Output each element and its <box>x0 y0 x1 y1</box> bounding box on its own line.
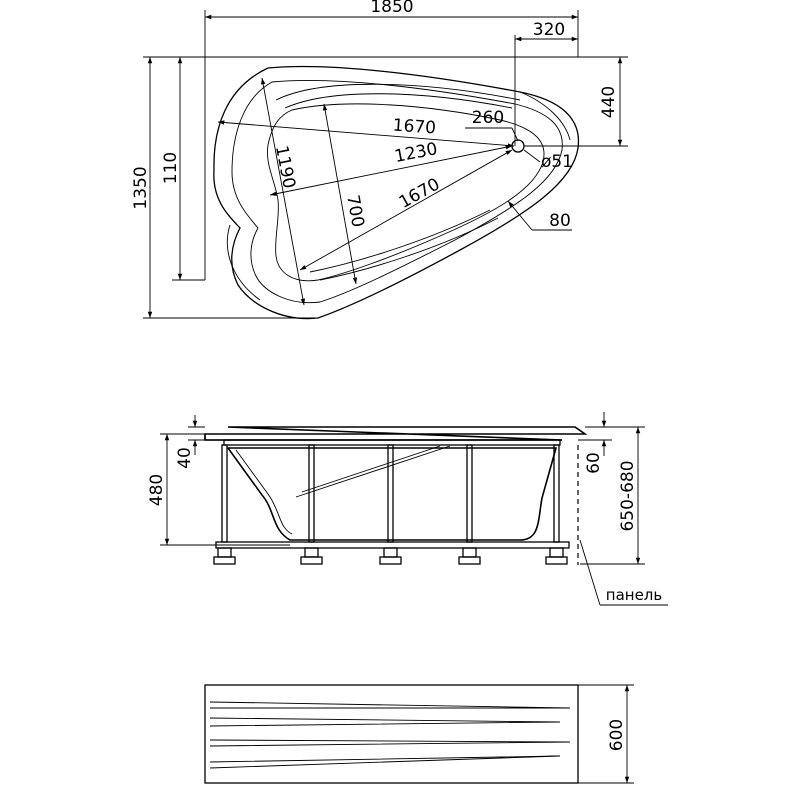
dim-line-1670-upper <box>217 120 515 148</box>
dim-width-left: 110 <box>161 152 181 184</box>
dim-diagonal-upper: 1670 <box>392 116 437 139</box>
dim-rim-width: 80 <box>549 211 571 231</box>
frame-leg-5 <box>545 444 568 565</box>
panel-leader-line <box>579 539 601 606</box>
leader-diameter <box>523 149 541 163</box>
side-view: 40 480 60 650-680 панель <box>147 412 668 606</box>
dim-inner-depth: 700 <box>342 193 367 228</box>
frame-leg-3 <box>379 444 402 565</box>
dim-line-80 <box>507 200 533 231</box>
panel-label: панель <box>606 586 662 604</box>
dim-line-700 <box>322 103 358 285</box>
outer-lip-curve <box>226 91 571 301</box>
top-view: 1850 320 440 1350 110 1670 260 ø51 1230 <box>131 0 628 320</box>
basin-inner-shadow <box>235 449 293 535</box>
rim-top-lip <box>204 426 588 441</box>
dim-bath-height: 480 <box>147 474 167 506</box>
dim-diagonal-lower: 1670 <box>396 174 444 212</box>
panel-wave-2 <box>209 717 561 727</box>
frame-leg-2 <box>300 444 323 565</box>
frame-leg-1 <box>213 444 236 565</box>
panel-wave-1 <box>209 701 571 709</box>
dim-inner-width: 1190 <box>271 144 299 190</box>
seat-slope <box>295 445 451 498</box>
dim-depth-right: 440 <box>599 86 619 118</box>
frame-leg-4 <box>458 444 481 565</box>
bathtub-basin-body <box>226 447 558 541</box>
panel-wave-4 <box>209 755 561 769</box>
dim-rim-height: 40 <box>175 447 195 469</box>
panel-outline <box>204 684 579 784</box>
headrest-curve <box>275 83 521 109</box>
dim-drain-diameter: ø51 <box>541 152 573 172</box>
dim-drain-offset: 260 <box>472 108 504 128</box>
dim-total-height: 650-680 <box>618 460 638 531</box>
dim-line-1190 <box>260 77 306 306</box>
dim-frame-top: 60 <box>584 452 604 474</box>
bathtub-outer-outline <box>213 65 580 320</box>
dim-inner-length: 1230 <box>393 139 439 167</box>
dim-panel-height: 600 <box>607 719 627 751</box>
dim-total-length: 1850 <box>370 0 413 17</box>
panel-view: 600 <box>204 684 634 784</box>
dim-total-width: 1350 <box>131 166 151 209</box>
leader-260-tail <box>511 127 519 142</box>
panel-wave-3 <box>209 739 571 747</box>
dim-offset-right: 320 <box>533 20 565 40</box>
